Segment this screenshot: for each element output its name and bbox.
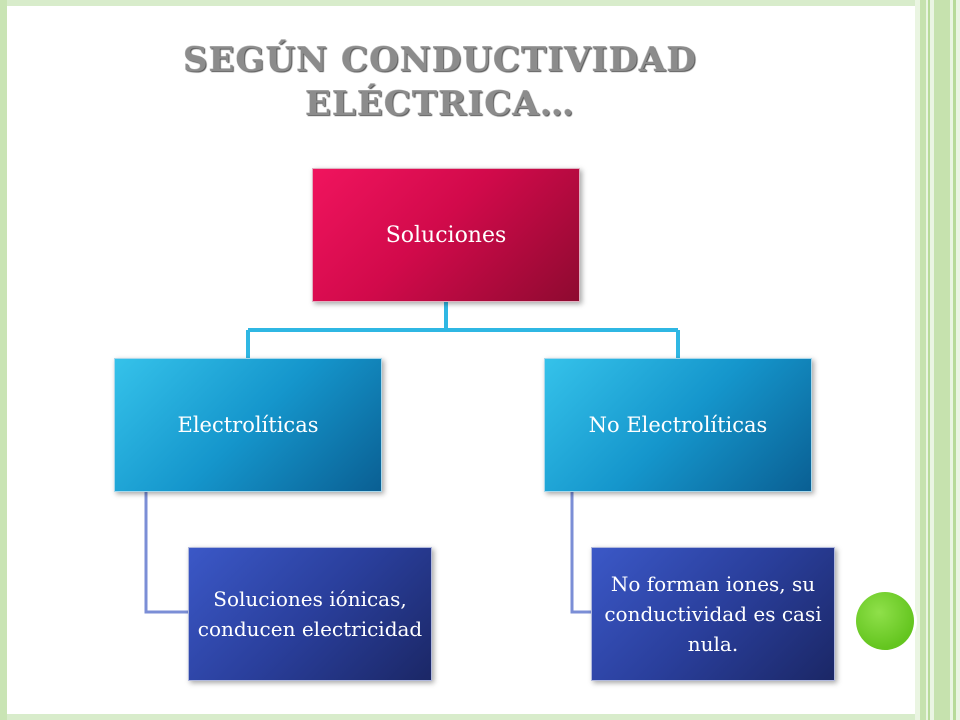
node-left-detail-label: Soluciones iónicas, conducen electricida… <box>197 587 423 641</box>
slide-frame-top <box>7 0 920 6</box>
green-circle-decoration <box>856 592 914 650</box>
decorative-stripe <box>953 0 956 720</box>
node-right-detail: No forman iones, su conductividad es cas… <box>591 547 835 681</box>
decorative-stripe <box>928 0 930 720</box>
node-electroliticas-label: Electrolíticas <box>177 413 319 437</box>
node-right-detail-label: No forman iones, su conductividad es cas… <box>604 572 822 656</box>
slide-title-line-2: ELÉCTRICA… <box>305 84 575 124</box>
slide-frame-bottom <box>7 714 920 720</box>
node-no-electroliticas: No Electrolíticas <box>544 358 812 492</box>
node-root-label: Soluciones <box>385 222 507 248</box>
decorative-stripe <box>934 0 950 720</box>
slide-title: SEGÚN CONDUCTIVIDAD ELÉCTRICA… <box>150 38 730 126</box>
node-no-electroliticas-label: No Electrolíticas <box>588 413 768 437</box>
connector-right-detail <box>570 492 591 614</box>
node-electroliticas: Electrolíticas <box>114 358 382 492</box>
connector-left-detail <box>144 492 188 614</box>
decorative-stripe <box>920 0 926 720</box>
node-root-soluciones: Soluciones <box>312 168 580 302</box>
node-left-detail: Soluciones iónicas, conducen electricida… <box>188 547 432 681</box>
slide-title-line-1: SEGÚN CONDUCTIVIDAD <box>183 40 697 80</box>
slide-frame-left <box>0 0 7 720</box>
